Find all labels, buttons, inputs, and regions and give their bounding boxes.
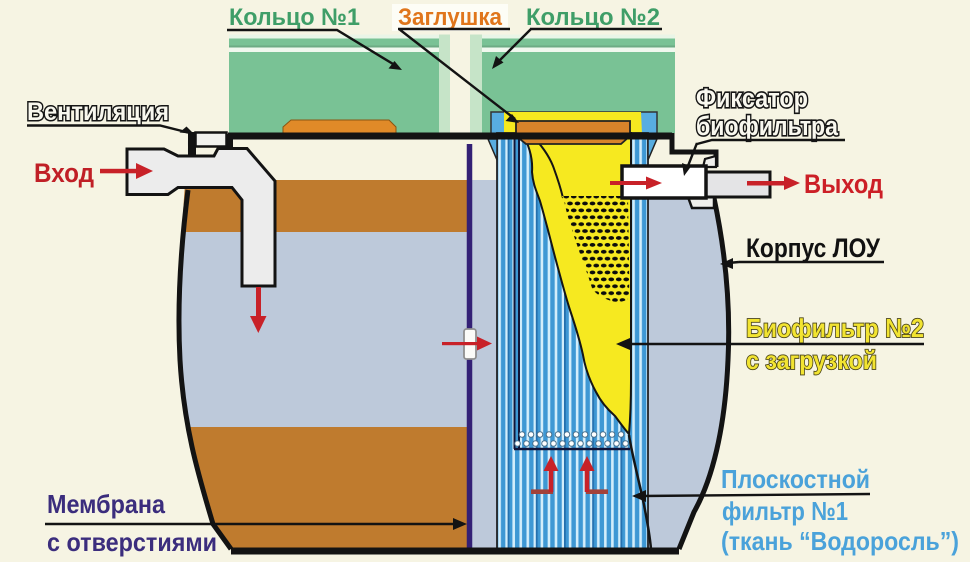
- svg-text:Заглушка: Заглушка: [398, 4, 503, 31]
- svg-text:Корпус ЛОУ: Корпус ЛОУ: [746, 233, 881, 263]
- svg-text:с отверстиями: с отверстиями: [47, 527, 217, 557]
- svg-text:биофильтра: биофильтра: [696, 111, 839, 141]
- svg-text:Вход: Вход: [34, 158, 94, 188]
- svg-text:Фиксатор: Фиксатор: [696, 83, 808, 113]
- svg-text:Плоскостной: Плоскостной: [721, 464, 870, 494]
- svg-text:Мембрана: Мембрана: [47, 489, 165, 519]
- svg-text:Выход: Выход: [804, 169, 883, 199]
- svg-text:Кольцо №2: Кольцо №2: [526, 4, 660, 31]
- svg-text:фильтр №1: фильтр №1: [722, 496, 848, 526]
- svg-text:Биофильтр №2: Биофильтр №2: [746, 313, 924, 343]
- svg-text:с загрузкой: с загрузкой: [746, 345, 877, 375]
- svg-text:(ткань “Водоросль”): (ткань “Водоросль”): [721, 526, 959, 556]
- svg-text:Кольцо №1: Кольцо №1: [229, 4, 360, 31]
- svg-text:Вентиляция: Вентиляция: [27, 98, 169, 126]
